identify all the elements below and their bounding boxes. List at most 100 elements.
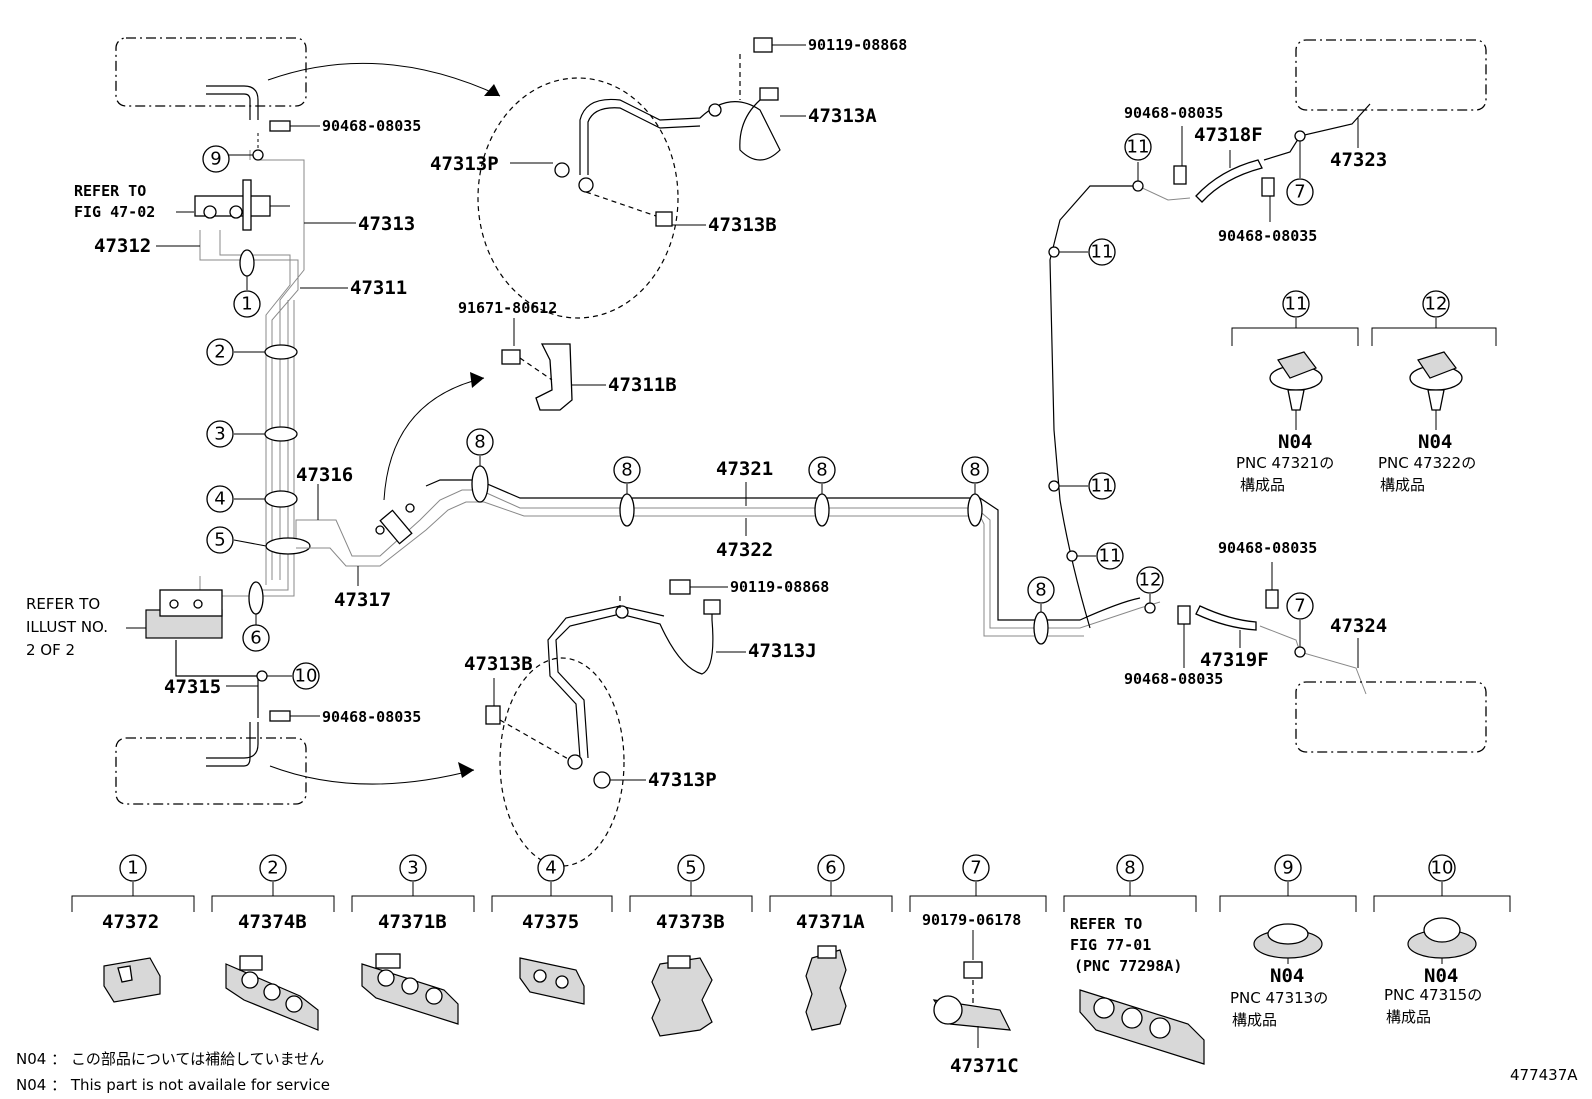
clamp-4 [264, 490, 298, 508]
callout-5: 5 [214, 530, 225, 551]
bolt-90119-top [753, 37, 773, 53]
legend-num-2: 2 [267, 858, 278, 879]
note-n04-ja: N04 ： この部品については補給していません [16, 1050, 324, 1068]
bracket-47371C-illustration [932, 961, 1012, 1048]
legend-part-3: 47371B [378, 911, 447, 933]
legend-sub-9: 構成品 [1232, 1011, 1277, 1029]
clamp-8e [1033, 611, 1049, 645]
grommet-47313P-bot [593, 771, 611, 789]
label-47317: 47317 [334, 589, 391, 611]
label-47313P-bot: 47313P [648, 769, 717, 791]
legend-ref-8-line1: REFER TO [1070, 915, 1142, 933]
phantom-box-top-left [115, 37, 307, 107]
detail-12-sub: 構成品 [1380, 476, 1425, 494]
detail-12-code: N04 [1418, 431, 1452, 453]
clamp-5 [265, 537, 311, 555]
callout-8b: 8 [621, 460, 632, 481]
refer-fig-47-02-line2: FIG 47-02 [74, 203, 155, 221]
refer-illust-line3: 2 OF 2 [26, 641, 75, 659]
legend-part-5: 47373B [656, 911, 725, 933]
refer-fig-47-02-line1: REFER TO [74, 182, 146, 200]
callout-8d: 8 [969, 460, 980, 481]
clamp-3 [264, 426, 298, 442]
clip-90468-top-left [269, 120, 291, 132]
clip-90468-br1 [1265, 589, 1279, 609]
clamp-8c [814, 493, 830, 527]
callouts: 9 1 2 3 4 5 6 10 8 8 8 8 8 11 11 11 11 1… [202, 133, 1450, 690]
label-90468-top-left: 90468-08035 [322, 117, 421, 135]
clip-47374B-illustration [225, 955, 319, 1031]
clip-47371B-illustration [361, 953, 459, 1025]
hose-47318F [1195, 159, 1263, 203]
detail-11-num: 11 [1285, 294, 1308, 315]
label-47315: 47315 [164, 676, 221, 698]
callout-4: 4 [214, 489, 225, 510]
callout-9: 9 [210, 149, 221, 170]
callout-11b: 11 [1091, 242, 1114, 263]
detail-12-pnc: PNC 47322の [1378, 454, 1476, 472]
label-90468-br2: 90468-08035 [1124, 670, 1223, 688]
legend-part-7: 90179-06178 [922, 911, 1021, 929]
callout-1: 1 [241, 294, 252, 315]
callout-8a: 8 [474, 432, 485, 453]
clamp-2 [264, 344, 298, 360]
callout-11d: 11 [1099, 546, 1122, 567]
label-90468-tr2: 90468-08035 [1218, 227, 1317, 245]
label-47313A: 47313A [808, 105, 877, 127]
curved-arrow-bottom [269, 765, 475, 785]
hose-47313A-line [579, 98, 781, 175]
legend-code-9: N04 [1270, 965, 1304, 987]
bolt-47313B-top [655, 211, 673, 227]
label-47313: 47313 [358, 213, 415, 235]
legend-row: 1 2 3 4 5 6 7 8 9 10 47372 47374B 47371B… [71, 854, 1511, 1077]
callout-2: 2 [214, 342, 225, 363]
clip-12-illustration [1409, 351, 1463, 430]
legend-num-1: 1 [127, 858, 138, 879]
pipe-47317 [296, 501, 1084, 637]
detail-11-pnc: PNC 47321の [1236, 454, 1334, 472]
callout-10: 10 [295, 666, 318, 687]
label-90119-top: 90119-08868 [808, 36, 907, 54]
grommet-10-illustration [1407, 917, 1477, 964]
bolt-90119-mid [669, 579, 691, 595]
label-47324: 47324 [1330, 615, 1387, 637]
clip-90468-tr1 [1173, 165, 1187, 185]
callout-12a: 12 [1139, 570, 1162, 591]
hose-47319F [1195, 605, 1257, 631]
label-47316: 47316 [296, 464, 353, 486]
label-47319F: 47319F [1200, 649, 1269, 671]
legend-num-10: 10 [1431, 858, 1454, 879]
callout-3: 3 [214, 424, 225, 445]
label-47313P-top: 47313P [430, 153, 499, 175]
callout-8c: 8 [816, 460, 827, 481]
label-47313B-top: 47313B [708, 214, 777, 236]
clip-47372-illustration [103, 957, 161, 1003]
phantom-box-bot-left [115, 737, 307, 805]
detail-12-num: 12 [1425, 294, 1448, 315]
grommet-9-illustration [1253, 923, 1323, 964]
arrow-head-top [484, 84, 500, 96]
clamp-8b [619, 493, 635, 527]
legend-num-4: 4 [545, 858, 556, 879]
label-47318F: 47318F [1194, 124, 1263, 146]
clamp-1 [239, 249, 255, 277]
label-47312: 47312 [94, 235, 151, 257]
label-90468-bot-left: 90468-08035 [322, 708, 421, 726]
legend-part-1: 47372 [102, 911, 159, 933]
legend-pnc-9: PNC 47313の [1230, 989, 1328, 1007]
legend-part-4: 47375 [522, 911, 579, 933]
legend-sub-10: 構成品 [1386, 1008, 1431, 1026]
union-fitting [379, 509, 413, 545]
clip-47375-illustration [519, 957, 585, 1005]
hose-47313J-line [555, 610, 714, 759]
legend-ref-8-line3: (PNC 77298A) [1074, 957, 1182, 975]
legend-part-7-extra: 47371C [950, 1055, 1019, 1077]
legend-num-8: 8 [1124, 858, 1135, 879]
pipe-right-upper [1049, 185, 1138, 629]
label-90468-br1: 90468-08035 [1218, 539, 1317, 557]
callout-10-marker [256, 670, 268, 682]
detail-circle-top [477, 77, 679, 319]
label-47313B-bot: 47313B [464, 653, 533, 675]
legend-code-10: N04 [1424, 965, 1458, 987]
